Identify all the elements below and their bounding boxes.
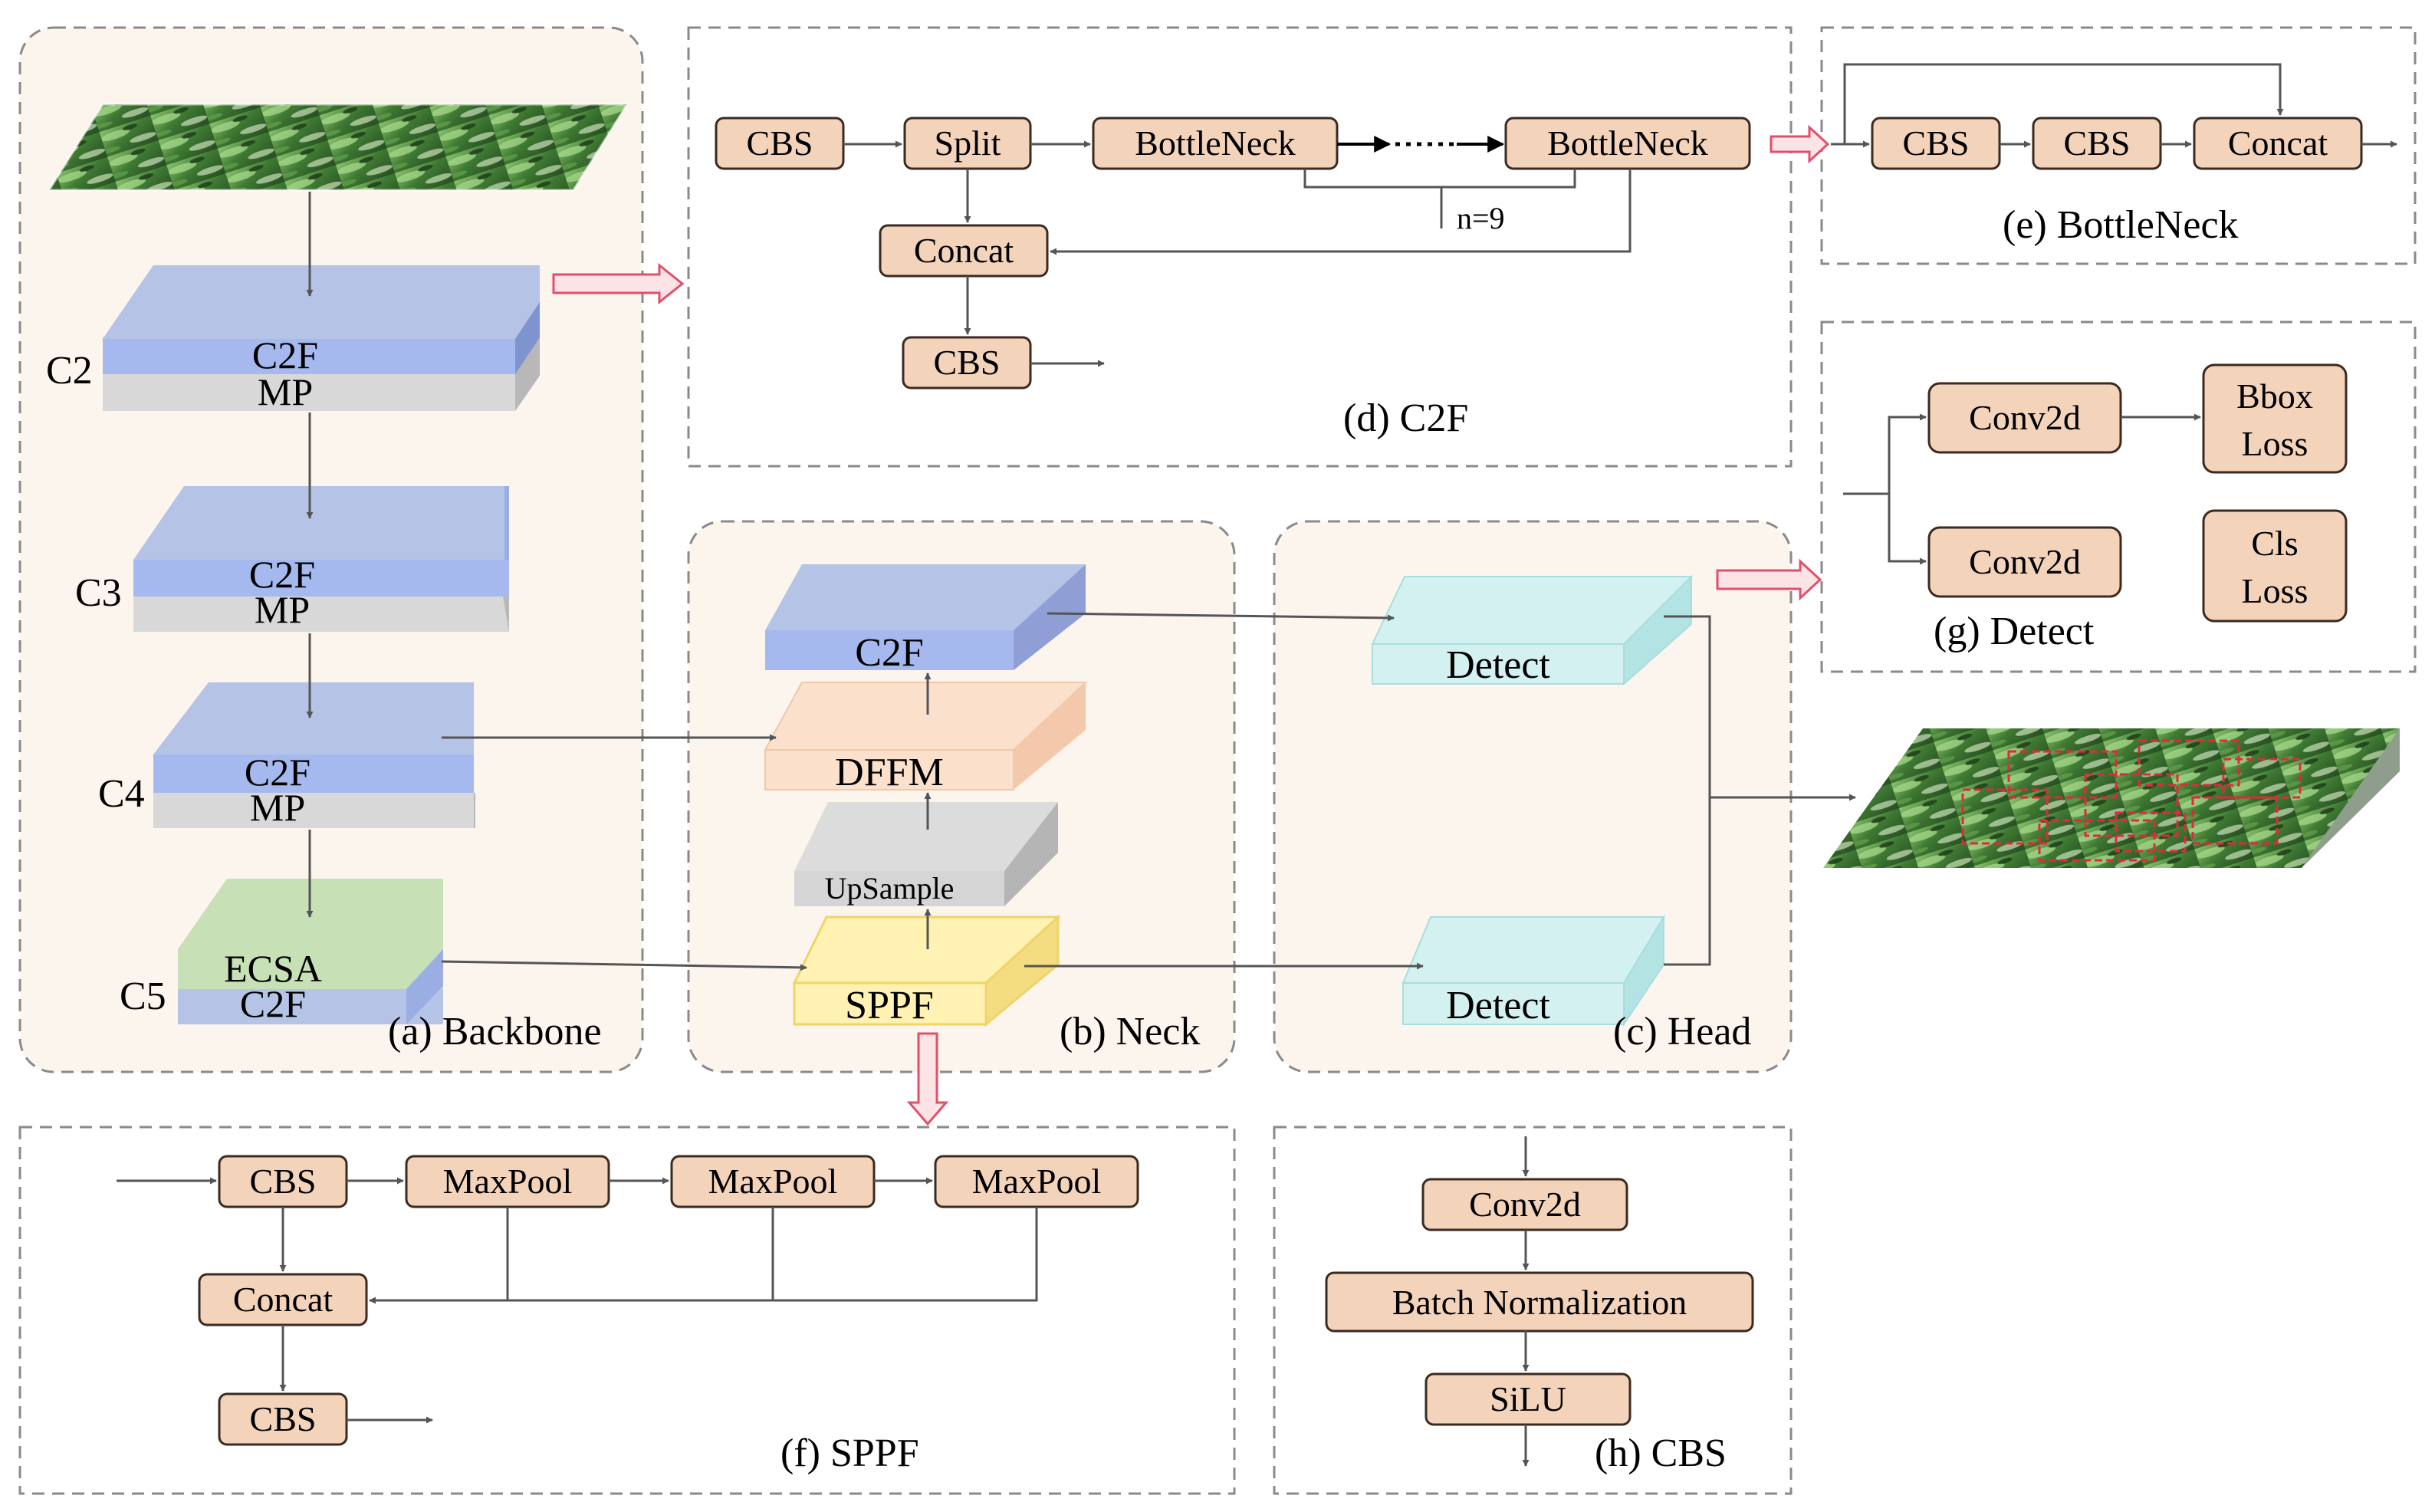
c2f-d-cbs-out-label: CBS bbox=[934, 343, 1001, 382]
detect-detail-title: (g) Detect bbox=[1934, 610, 2095, 653]
c4-label: C4 bbox=[98, 772, 145, 816]
neck-sppf-label: SPPF bbox=[845, 984, 934, 1027]
expand-arrow-sppf bbox=[906, 1032, 949, 1126]
c3-bottom-label: MP bbox=[255, 588, 310, 631]
det-cls-loss-box bbox=[2202, 509, 2348, 623]
sppf-maxpool-1-label: MaxPool bbox=[443, 1162, 573, 1201]
input-image bbox=[47, 103, 629, 192]
det-conv-1-label: Conv2d bbox=[1969, 398, 2081, 437]
neck-dffm-label: DFFM bbox=[835, 751, 944, 794]
bottleneck-detail-title: (e) BottleNeck bbox=[2003, 203, 2239, 247]
cbs-conv-label: Conv2d bbox=[1469, 1185, 1581, 1224]
backbone-stage-c4 bbox=[153, 682, 475, 828]
c2-bottom-label: MP bbox=[258, 370, 313, 413]
det-conv-2-label: Conv2d bbox=[1969, 542, 2081, 581]
neck-c2f-block bbox=[765, 564, 1086, 670]
cbs-bn-label: Batch Normalization bbox=[1392, 1283, 1687, 1322]
c2f-d-bottleneck-2-label: BottleNeck bbox=[1547, 123, 1708, 163]
head-arrows bbox=[1024, 612, 1856, 970]
expand-arrow-bottleneck bbox=[1770, 124, 1830, 164]
neck-dffm-block bbox=[764, 682, 1088, 791]
c2f-d-repeat-label: n=9 bbox=[1457, 201, 1505, 235]
backbone-title: (a) Backbone bbox=[388, 1010, 602, 1053]
backbone-stage-c3 bbox=[133, 486, 509, 632]
output-detection-image bbox=[1823, 728, 2400, 868]
head-detect-top-block bbox=[1371, 574, 1694, 686]
c3-label: C3 bbox=[75, 571, 122, 615]
sppf-maxpool-3-label: MaxPool bbox=[972, 1162, 1102, 1201]
c4-bottom-label: MP bbox=[250, 786, 305, 829]
det-bbox-loss-line2: Loss bbox=[2242, 424, 2308, 463]
cbs-detail-title: (h) CBS bbox=[1595, 1431, 1727, 1475]
det-cls-loss-line1: Cls bbox=[2251, 524, 2298, 563]
backbone-stage-c2 bbox=[103, 265, 540, 411]
det-conv-2-box bbox=[1927, 526, 2122, 598]
c2-top-label: C2F bbox=[252, 334, 318, 376]
c2f-d-split-label: Split bbox=[935, 123, 1001, 163]
c2f-d-concat-label: Concat bbox=[914, 231, 1014, 270]
bn-cbs-2-label: CBS bbox=[2064, 123, 2131, 163]
neck-sppf-block bbox=[792, 914, 1061, 1027]
c2f-d-cbs-in-label: CBS bbox=[747, 123, 813, 163]
c5-bottom-label: C2F bbox=[240, 982, 306, 1025]
c3-top-label: C2F bbox=[249, 553, 315, 596]
cbs-act-box bbox=[1425, 1372, 1632, 1426]
head-detect-bottom-label: Detect bbox=[1446, 984, 1550, 1027]
neck-title: (b) Neck bbox=[1060, 1010, 1200, 1053]
sppf-detail: CBS MaxPool MaxPool MaxPool Concat CBS (… bbox=[117, 1155, 1139, 1475]
cbs-detail-panel bbox=[1273, 1126, 1793, 1495]
head-detect-bottom-block bbox=[1402, 914, 1665, 1027]
expand-arrows bbox=[552, 124, 1830, 1126]
c2f-d-concat-box bbox=[879, 224, 1049, 278]
detect-detail: Conv2d Conv2d Bbox Loss Cls Loss (g) Det… bbox=[1843, 363, 2348, 653]
c5-top-label: ECSA bbox=[224, 947, 322, 990]
neck-upsample-block bbox=[794, 802, 1058, 906]
bn-concat-label: Concat bbox=[2228, 123, 2328, 163]
sppf-cbs-out-label: CBS bbox=[250, 1399, 317, 1438]
neck-c2f-label: C2F bbox=[855, 631, 924, 675]
cbs-detail: Conv2d Batch Normalization SiLU (h) CBS bbox=[1325, 1136, 1754, 1475]
c2-label: C2 bbox=[46, 349, 93, 393]
sppf-detail-title: (f) SPPF bbox=[780, 1431, 919, 1475]
bottleneck-detail: CBS CBS Concat (e) BottleNeck bbox=[1831, 63, 2397, 247]
head-title: (c) Head bbox=[1613, 1010, 1751, 1053]
c2f-d-bottleneck-2-box bbox=[1504, 117, 1751, 170]
sppf-detail-panel bbox=[18, 1126, 1236, 1495]
det-bbox-loss-box bbox=[2202, 363, 2348, 474]
det-bbox-loss-line1: Bbox bbox=[2236, 376, 2313, 416]
neck-arrows bbox=[441, 672, 932, 971]
c2f-detail-panel bbox=[687, 26, 1793, 468]
c2f-detail: CBS Split BottleNeck BottleNeck Concat C… bbox=[715, 117, 1751, 440]
c5-label: C5 bbox=[120, 975, 166, 1018]
expand-arrow-c2f bbox=[552, 262, 685, 305]
sppf-maxpool-2-label: MaxPool bbox=[708, 1162, 838, 1201]
c4-top-label: C2F bbox=[245, 751, 311, 794]
detect-detail-panel bbox=[1820, 320, 2417, 673]
bn-cbs-1-label: CBS bbox=[1903, 123, 1970, 163]
c2f-d-bottleneck-1-label: BottleNeck bbox=[1135, 123, 1296, 163]
expand-arrow-detect bbox=[1716, 558, 1822, 601]
cbs-bn-box bbox=[1325, 1271, 1754, 1333]
cbs-act-label: SiLU bbox=[1490, 1379, 1566, 1418]
sppf-cbs-in-label: CBS bbox=[250, 1162, 317, 1201]
head-detect-top-label: Detect bbox=[1446, 643, 1550, 687]
neck-upsample-label: UpSample bbox=[825, 871, 955, 906]
c2f-detail-title: (d) C2F bbox=[1343, 396, 1468, 440]
sppf-concat-label: Concat bbox=[233, 1280, 334, 1319]
det-cls-loss-line2: Loss bbox=[2242, 571, 2308, 610]
